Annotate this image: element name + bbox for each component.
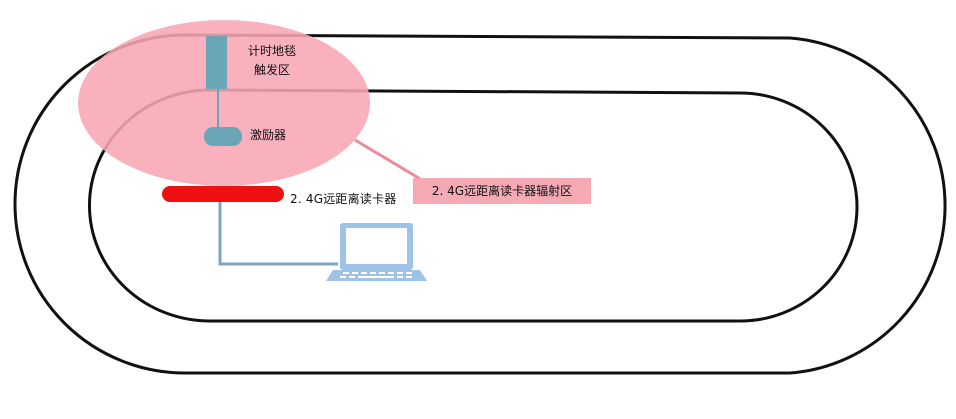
exciter	[204, 127, 242, 146]
timing-mat-label-line2: 触发区	[254, 63, 291, 77]
reader-bar	[162, 186, 284, 202]
exciter-label: 激励器	[250, 128, 287, 142]
reader-label: 2. 4G远距离读卡器	[290, 192, 397, 206]
laptop-icon	[326, 223, 427, 281]
trigger-zone-circle	[78, 20, 370, 186]
timing-mat-label: 计时地毯 触发区	[248, 42, 296, 80]
radiation-zone-label: 2. 4G远距离读卡器辐射区	[413, 178, 591, 204]
reader-laptop-cable	[218, 202, 338, 266]
timing-mat-label-line1: 计时地毯	[248, 44, 297, 58]
outer-track	[13, 33, 947, 375]
timing-mat	[206, 36, 227, 89]
radiation-pointer-line	[354, 138, 423, 182]
